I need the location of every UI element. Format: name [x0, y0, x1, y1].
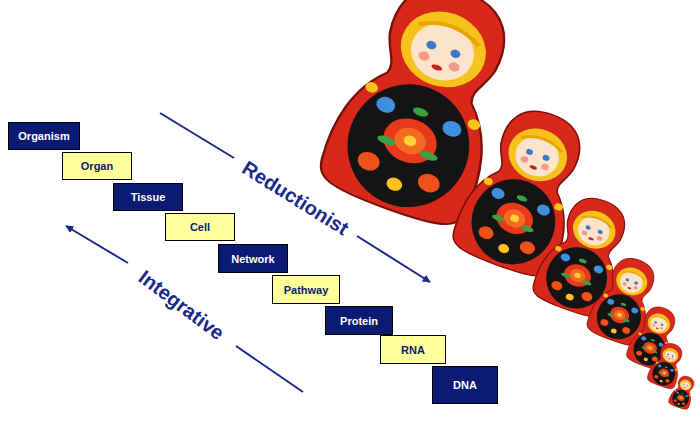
level-name: Organism	[18, 130, 69, 142]
level-name: Tissue	[131, 191, 166, 203]
level-name: Pathway	[284, 284, 329, 296]
direction-label: Integrative	[135, 267, 228, 344]
level-box: Tissue	[113, 183, 183, 211]
level-box: Cell	[165, 213, 235, 241]
level-name: Organ	[81, 160, 113, 172]
level-box: Network	[218, 244, 288, 273]
level-name: DNA	[453, 379, 477, 391]
level-box: DNA	[432, 366, 498, 404]
level-box: Pathway	[272, 275, 340, 304]
level-name: RNA	[401, 344, 425, 356]
level-name: Cell	[190, 221, 210, 233]
level-box: Organ	[62, 152, 132, 180]
level-box: Organism	[8, 122, 80, 150]
level-box: Protein	[325, 306, 393, 335]
level-name: Network	[231, 253, 274, 265]
level-box: RNA	[380, 335, 446, 364]
level-name: Protein	[340, 315, 378, 327]
nesting-dolls	[313, 0, 699, 411]
